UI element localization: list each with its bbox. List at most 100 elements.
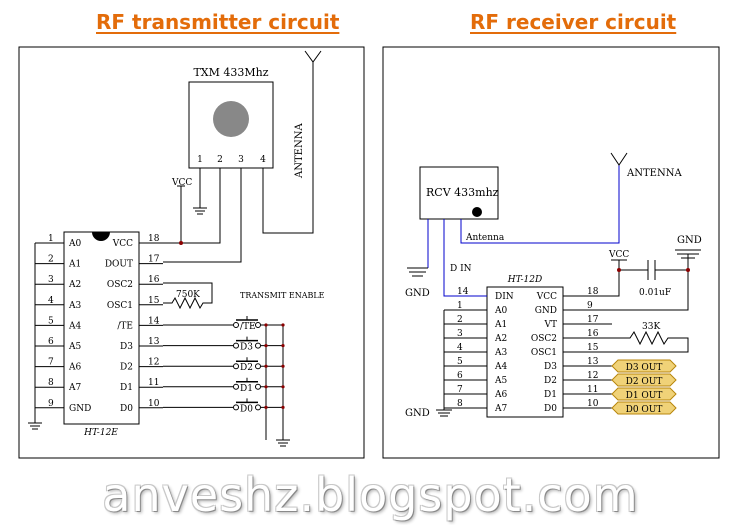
tx-switch-contact [255,322,261,328]
rx-left-pin-name: A1 [494,320,507,330]
rx-antenna-label: ANTENNA [626,168,682,179]
tx-switch-label: /TE [240,322,256,332]
tx-antenna-icon [262,50,322,234]
tx-right-pin-num: 18 [148,234,160,244]
tx-module-label: TXM 433Mhz [193,66,268,79]
rx-left-pin-name: A6 [494,390,507,400]
rx-output-label: D2 OUT [626,377,663,387]
rx-capacitor [619,260,688,280]
tx-left-pin-name: A5 [68,342,81,352]
tx-antenna-label: ANTENNA [294,123,305,179]
rx-left-pin-name: A7 [494,404,507,414]
rx-left-pin-num: 8 [457,399,463,409]
tx-right-pin-num: 13 [148,337,160,347]
tx-left-pin-name: GND [69,404,91,414]
tx-module-pin-3: 3 [238,155,244,165]
tx-ground-icon-left [28,422,42,430]
rx-address-ground-bus [436,310,452,417]
tx-module-crystal [213,101,249,137]
tx-switch-label: D3 [240,343,253,353]
tx-right-pin-name: /TE [117,321,133,331]
rx-left-pin-name: A0 [494,306,507,316]
rx-right-pin-name: OSC1 [531,348,557,358]
tx-left-pin-num: 5 [48,316,54,326]
tx-resistor-label: 750K [176,290,200,300]
tx-right-pin-name: VCC [112,239,133,249]
tx-right-pin-num: 16 [148,275,160,285]
rx-right-pin-name: VCC [536,292,557,302]
rx-left-pin-num: 4 [457,343,463,353]
tx-right-pin-name: D2 [120,363,133,373]
tx-resistor-750k [163,282,213,310]
rx-right-pin-num: 17 [587,315,599,325]
tx-junction [179,241,183,245]
tx-switch-contact [255,363,261,370]
tx-switch-contact [233,363,239,370]
rx-gnd-label-right: GND [677,235,702,246]
tx-left-pin-num: 7 [48,358,54,368]
tx-right-pin-name: D3 [120,342,133,352]
receiver-circuit: RCV 433mhz ANTENNA Antenna GND D IN VCC … [405,152,702,419]
rx-resistor-33k [563,330,689,353]
tx-left-pin-name: A3 [68,301,81,311]
tx-ic-label: HT-12E [83,428,118,438]
transmitter-panel [18,46,365,459]
tx-left-pin-name: A0 [68,239,81,249]
rx-left-pin-num: 1 [457,301,463,311]
rx-right-pin-num: 12 [587,371,598,381]
rx-ground-icon-right [563,249,701,311]
tx-left-pin-num: 4 [48,296,54,306]
rx-antenna-wire-label: Antenna [465,233,505,243]
rx-module-crystal [472,207,482,217]
rx-gnd-label-bottom: GND [405,408,430,419]
rx-left-pin-num: 14 [457,287,469,297]
tx-left-pin-num: 1 [48,234,54,244]
rx-output-label: D1 OUT [626,391,663,401]
rx-right-pin-num: 16 [587,329,599,339]
rx-capacitor-label: 0.01uF [639,288,671,298]
tx-right-pin-name: D0 [120,404,133,414]
tx-switch-contact [255,404,261,411]
tx-module-pin-4: 4 [260,155,266,165]
tx-right-pin-name: D1 [120,383,133,393]
tx-switch-label: D0 [240,404,253,414]
rx-right-pin-num: 9 [587,301,593,311]
rx-resistor-label: 33K [642,322,660,332]
rx-right-pin-name: VT [543,320,557,330]
rx-output-tag [611,373,677,387]
tx-left-pin-num: 9 [48,399,54,409]
tx-left-pin-name: A6 [68,363,81,373]
rx-antenna-icon [610,152,628,166]
rx-right-pin-num: 15 [587,343,599,353]
tx-left-pin-name: A2 [68,280,81,290]
tx-right-pin-num: 11 [148,378,159,388]
tx-switch-label: D2 [240,363,253,373]
rx-right-pin-name: D0 [544,404,557,414]
tx-right-pin-name: OSC2 [107,280,133,290]
rx-left-pin-num: 5 [457,357,463,367]
rx-gnd-label-left: GND [405,288,430,299]
tx-switch-contact [233,383,239,390]
rx-right-pin-num: 13 [587,357,599,367]
rx-left-pin-name: A5 [494,376,507,386]
rx-right-pin-name: D1 [544,390,557,400]
tx-left-pin-num: 8 [48,378,54,388]
tx-vcc-rail [177,185,185,243]
rx-left-pin-num: 2 [457,315,463,325]
rx-left-pin-num: 6 [457,371,463,381]
tx-right-pin-num: 17 [148,255,160,265]
rx-right-pin-name: OSC2 [531,334,557,344]
tx-left-pin-name: A4 [68,321,81,331]
watermark: anveshz.blogspot.com [102,468,639,522]
rx-right-pin-num: 11 [587,385,598,395]
tx-right-pin-name: DOUT [105,260,133,270]
rx-right-pin-name: D2 [544,376,557,386]
receiver-panel [382,46,720,459]
tx-right-pin-num: 10 [148,399,160,409]
receiver-title: RF receiver circuit [470,10,677,34]
tx-ic-notch [92,232,110,241]
rx-din-label: D IN [450,264,472,274]
rx-vcc-label: VCC [608,250,629,260]
